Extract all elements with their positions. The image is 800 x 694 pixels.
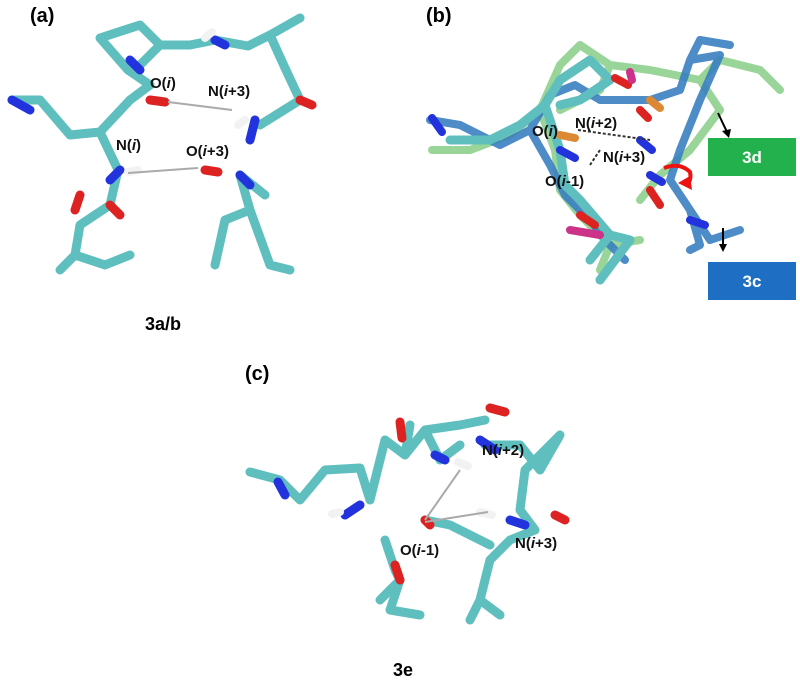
panel-a-structure [7,13,317,275]
atom-label-n-i2: N(i+2) [482,442,524,459]
atom-label-o-i-1: O(i-1) [400,542,439,559]
box-3d-text: 3d [742,148,762,167]
panel-b-structure [426,36,784,285]
panel-b: (b) O(i) N(i+2) N(i+3) O( [426,5,796,300]
atom-label-n-i2: N(i+2) [575,115,617,132]
label-box-3c: 3c [708,262,796,300]
atom-label-o-i3: O(i+3) [186,143,229,160]
panel-c-label: (c) [245,363,269,385]
box-3d-fill [708,138,796,176]
atom-label-n-i3: N(i+3) [208,83,250,100]
compound-label-3ab: 3a/b [145,314,181,334]
compound-label-3e: 3e [393,660,413,680]
panel-b-label: (b) [426,5,452,27]
panel-c-structure [245,403,570,625]
atom-label-o-i-1: O(i-1) [545,173,584,190]
panel-c: (c) N(i+2) O(i-1) N(i+3) 3e [245,363,570,680]
panel-a-label: (a) [30,5,54,27]
atom-label-o-i: O(i) [150,75,176,92]
box-3c-text: 3c [743,272,762,291]
atom-label-n-i3: N(i+3) [515,535,557,552]
atom-label-n-i3: N(i+3) [603,149,645,166]
panel-a: (a) O(i) N(i+3) N(i) O(i+3) 3a/b [7,5,317,334]
atom-label-n-i: N(i) [116,137,141,154]
label-box-3d: 3d [708,138,796,176]
box-3c-fill [708,262,796,300]
atom-label-o-i: O(i) [532,123,558,140]
